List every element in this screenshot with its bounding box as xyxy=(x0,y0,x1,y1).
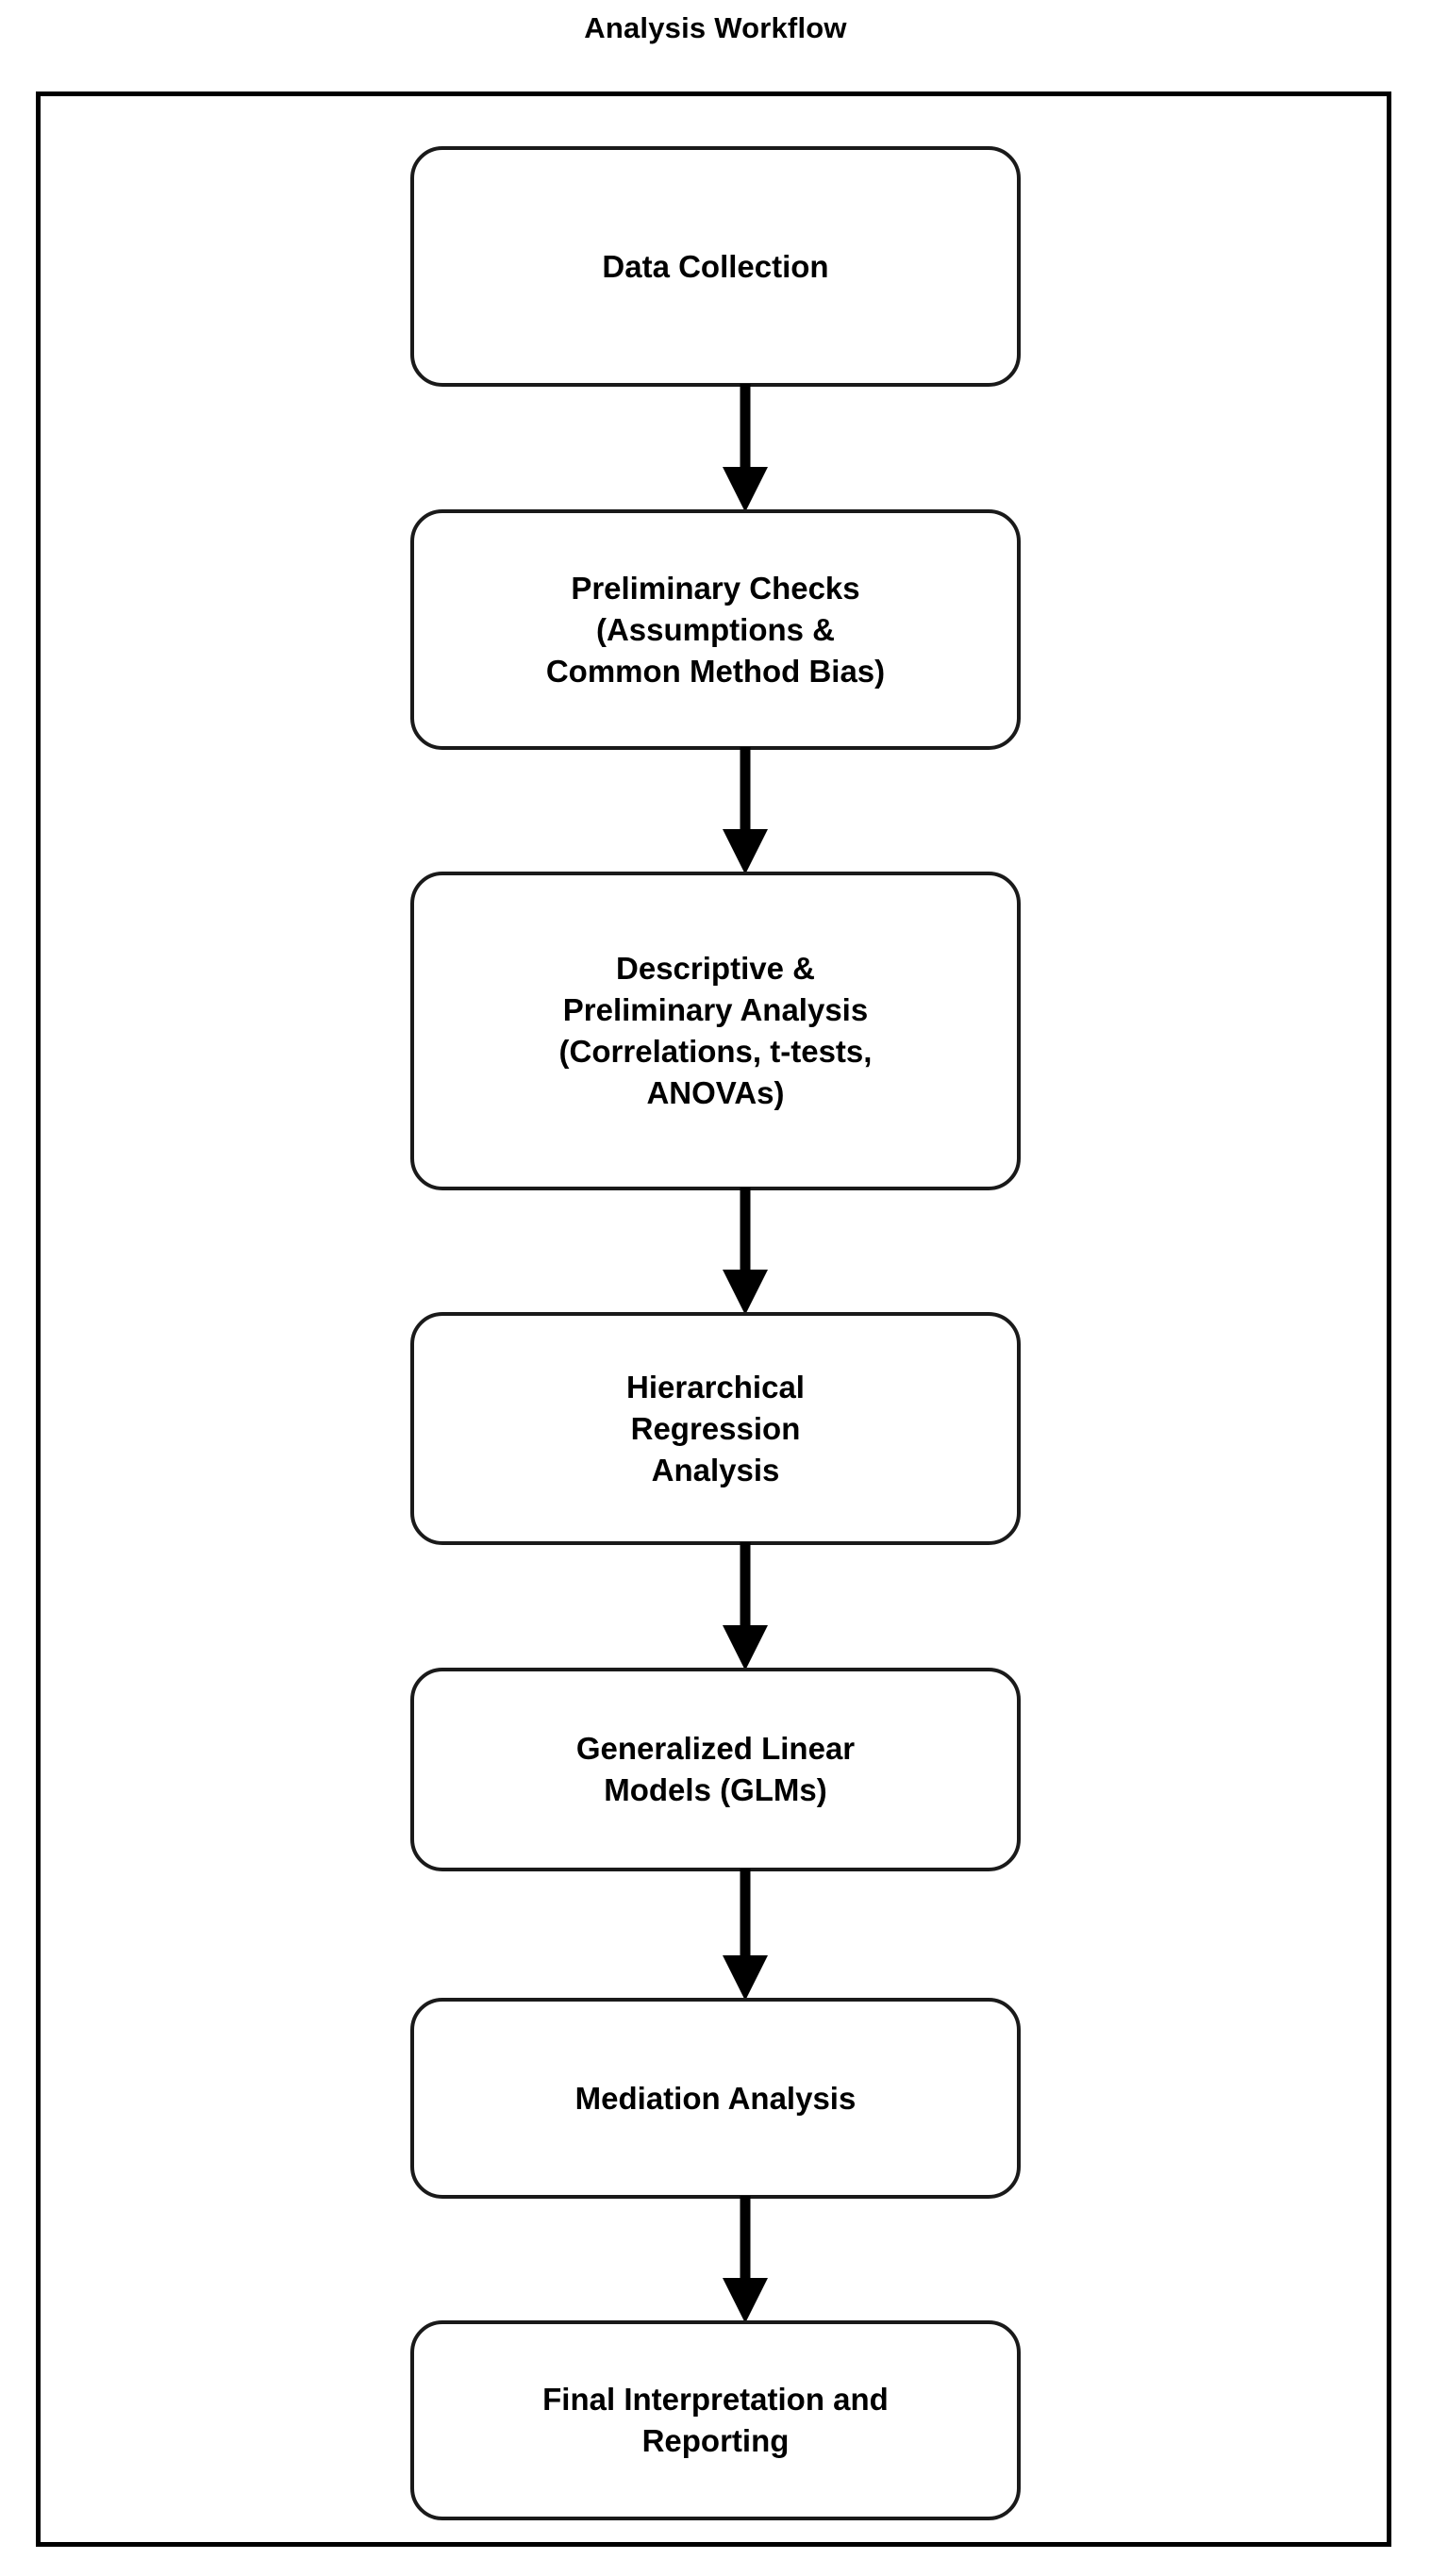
flow-node-hierarchical-regression-analysis[interactable]: Hierarchical Regression Analysis xyxy=(410,1312,1021,1545)
flow-node-label: Data Collection xyxy=(602,248,829,284)
flow-node-label: Descriptive & Preliminary Analysis (Corr… xyxy=(558,951,873,1110)
flow-node-final-interpretation-and-reporting[interactable]: Final Interpretation and Reporting xyxy=(410,2320,1021,2520)
flow-arrow-down-icon xyxy=(723,384,768,512)
flow-node-label: Generalized Linear Models (GLMs) xyxy=(575,1731,856,1807)
flow-node-generalized-linear-models[interactable]: Generalized Linear Models (GLMs) xyxy=(410,1668,1021,1871)
flow-node-label: Preliminary Checks (Assumptions & Common… xyxy=(545,570,886,689)
flow-node-mediation-analysis[interactable]: Mediation Analysis xyxy=(410,1998,1021,2199)
flow-node-preliminary-checks[interactable]: Preliminary Checks (Assumptions & Common… xyxy=(410,509,1021,750)
flow-arrow-down-icon xyxy=(723,747,768,874)
flow-arrow-down-icon xyxy=(723,1542,768,1670)
flow-column: Data Collection Preliminary Checks (Assu… xyxy=(41,96,1396,2551)
flow-node-label: Final Interpretation and Reporting xyxy=(542,2382,889,2458)
page-title: Analysis Workflow xyxy=(584,11,847,44)
flow-arrow-down-icon xyxy=(723,1188,768,1315)
flow-arrow-down-icon xyxy=(723,1869,768,2001)
flow-node-data-collection[interactable]: Data Collection xyxy=(410,146,1021,387)
flow-node-label: Hierarchical Regression Analysis xyxy=(626,1369,805,1487)
diagram-frame: Data Collection Preliminary Checks (Assu… xyxy=(36,91,1391,2547)
flow-node-label: Mediation Analysis xyxy=(574,2080,857,2116)
flow-node-descriptive-preliminary-analysis[interactable]: Descriptive & Preliminary Analysis (Corr… xyxy=(410,872,1021,1190)
flow-arrow-down-icon xyxy=(723,2196,768,2323)
